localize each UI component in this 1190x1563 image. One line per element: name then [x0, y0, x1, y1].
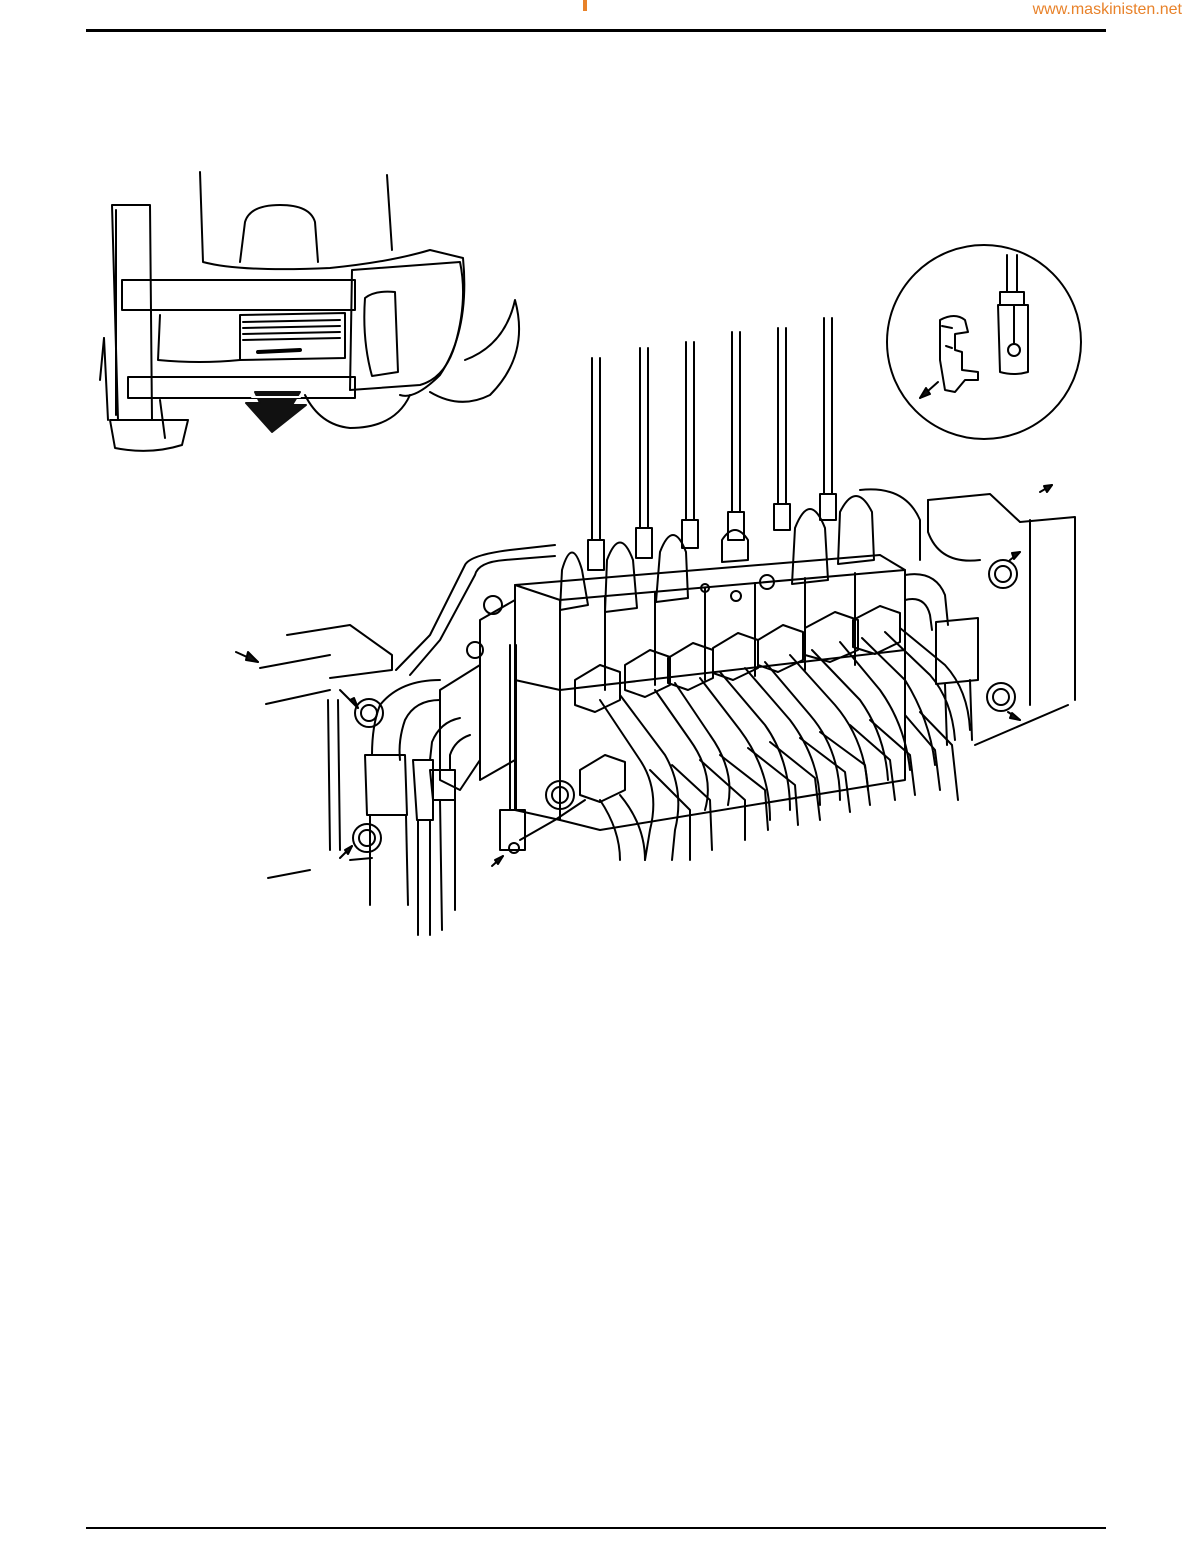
valve-block-view	[236, 318, 1075, 935]
footer-rule	[86, 1527, 1106, 1529]
location-view	[100, 172, 519, 451]
control-rods	[588, 318, 836, 570]
lever-clip-detail-inset	[887, 245, 1081, 439]
